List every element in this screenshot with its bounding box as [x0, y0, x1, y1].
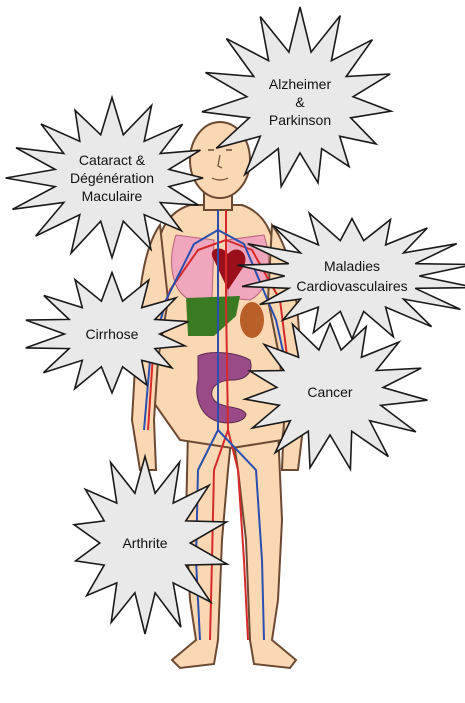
stomach [240, 302, 264, 338]
burst-label-alzheimer-line-2: Parkinson [269, 112, 331, 128]
burst-label-alzheimer-line-0: Alzheimer [269, 76, 332, 92]
burst-label-alzheimer-line-1: & [295, 94, 305, 110]
burst-label-cardio-line-0: Maladies [324, 258, 380, 274]
burst-label-arthrite-line-0: Arthrite [122, 535, 167, 551]
burst-label-cirrhose-line-0: Cirrhose [86, 326, 139, 342]
burst-label-cardio-line-1: Cardiovasculaires [296, 278, 407, 294]
burst-label-cataract-line-1: Dégénération [70, 170, 154, 186]
burst-label-cataract-line-2: Maculaire [82, 188, 143, 204]
burst-label-cataract-line-0: Cataract & [79, 152, 146, 168]
burst-label-cancer-line-0: Cancer [307, 384, 352, 400]
